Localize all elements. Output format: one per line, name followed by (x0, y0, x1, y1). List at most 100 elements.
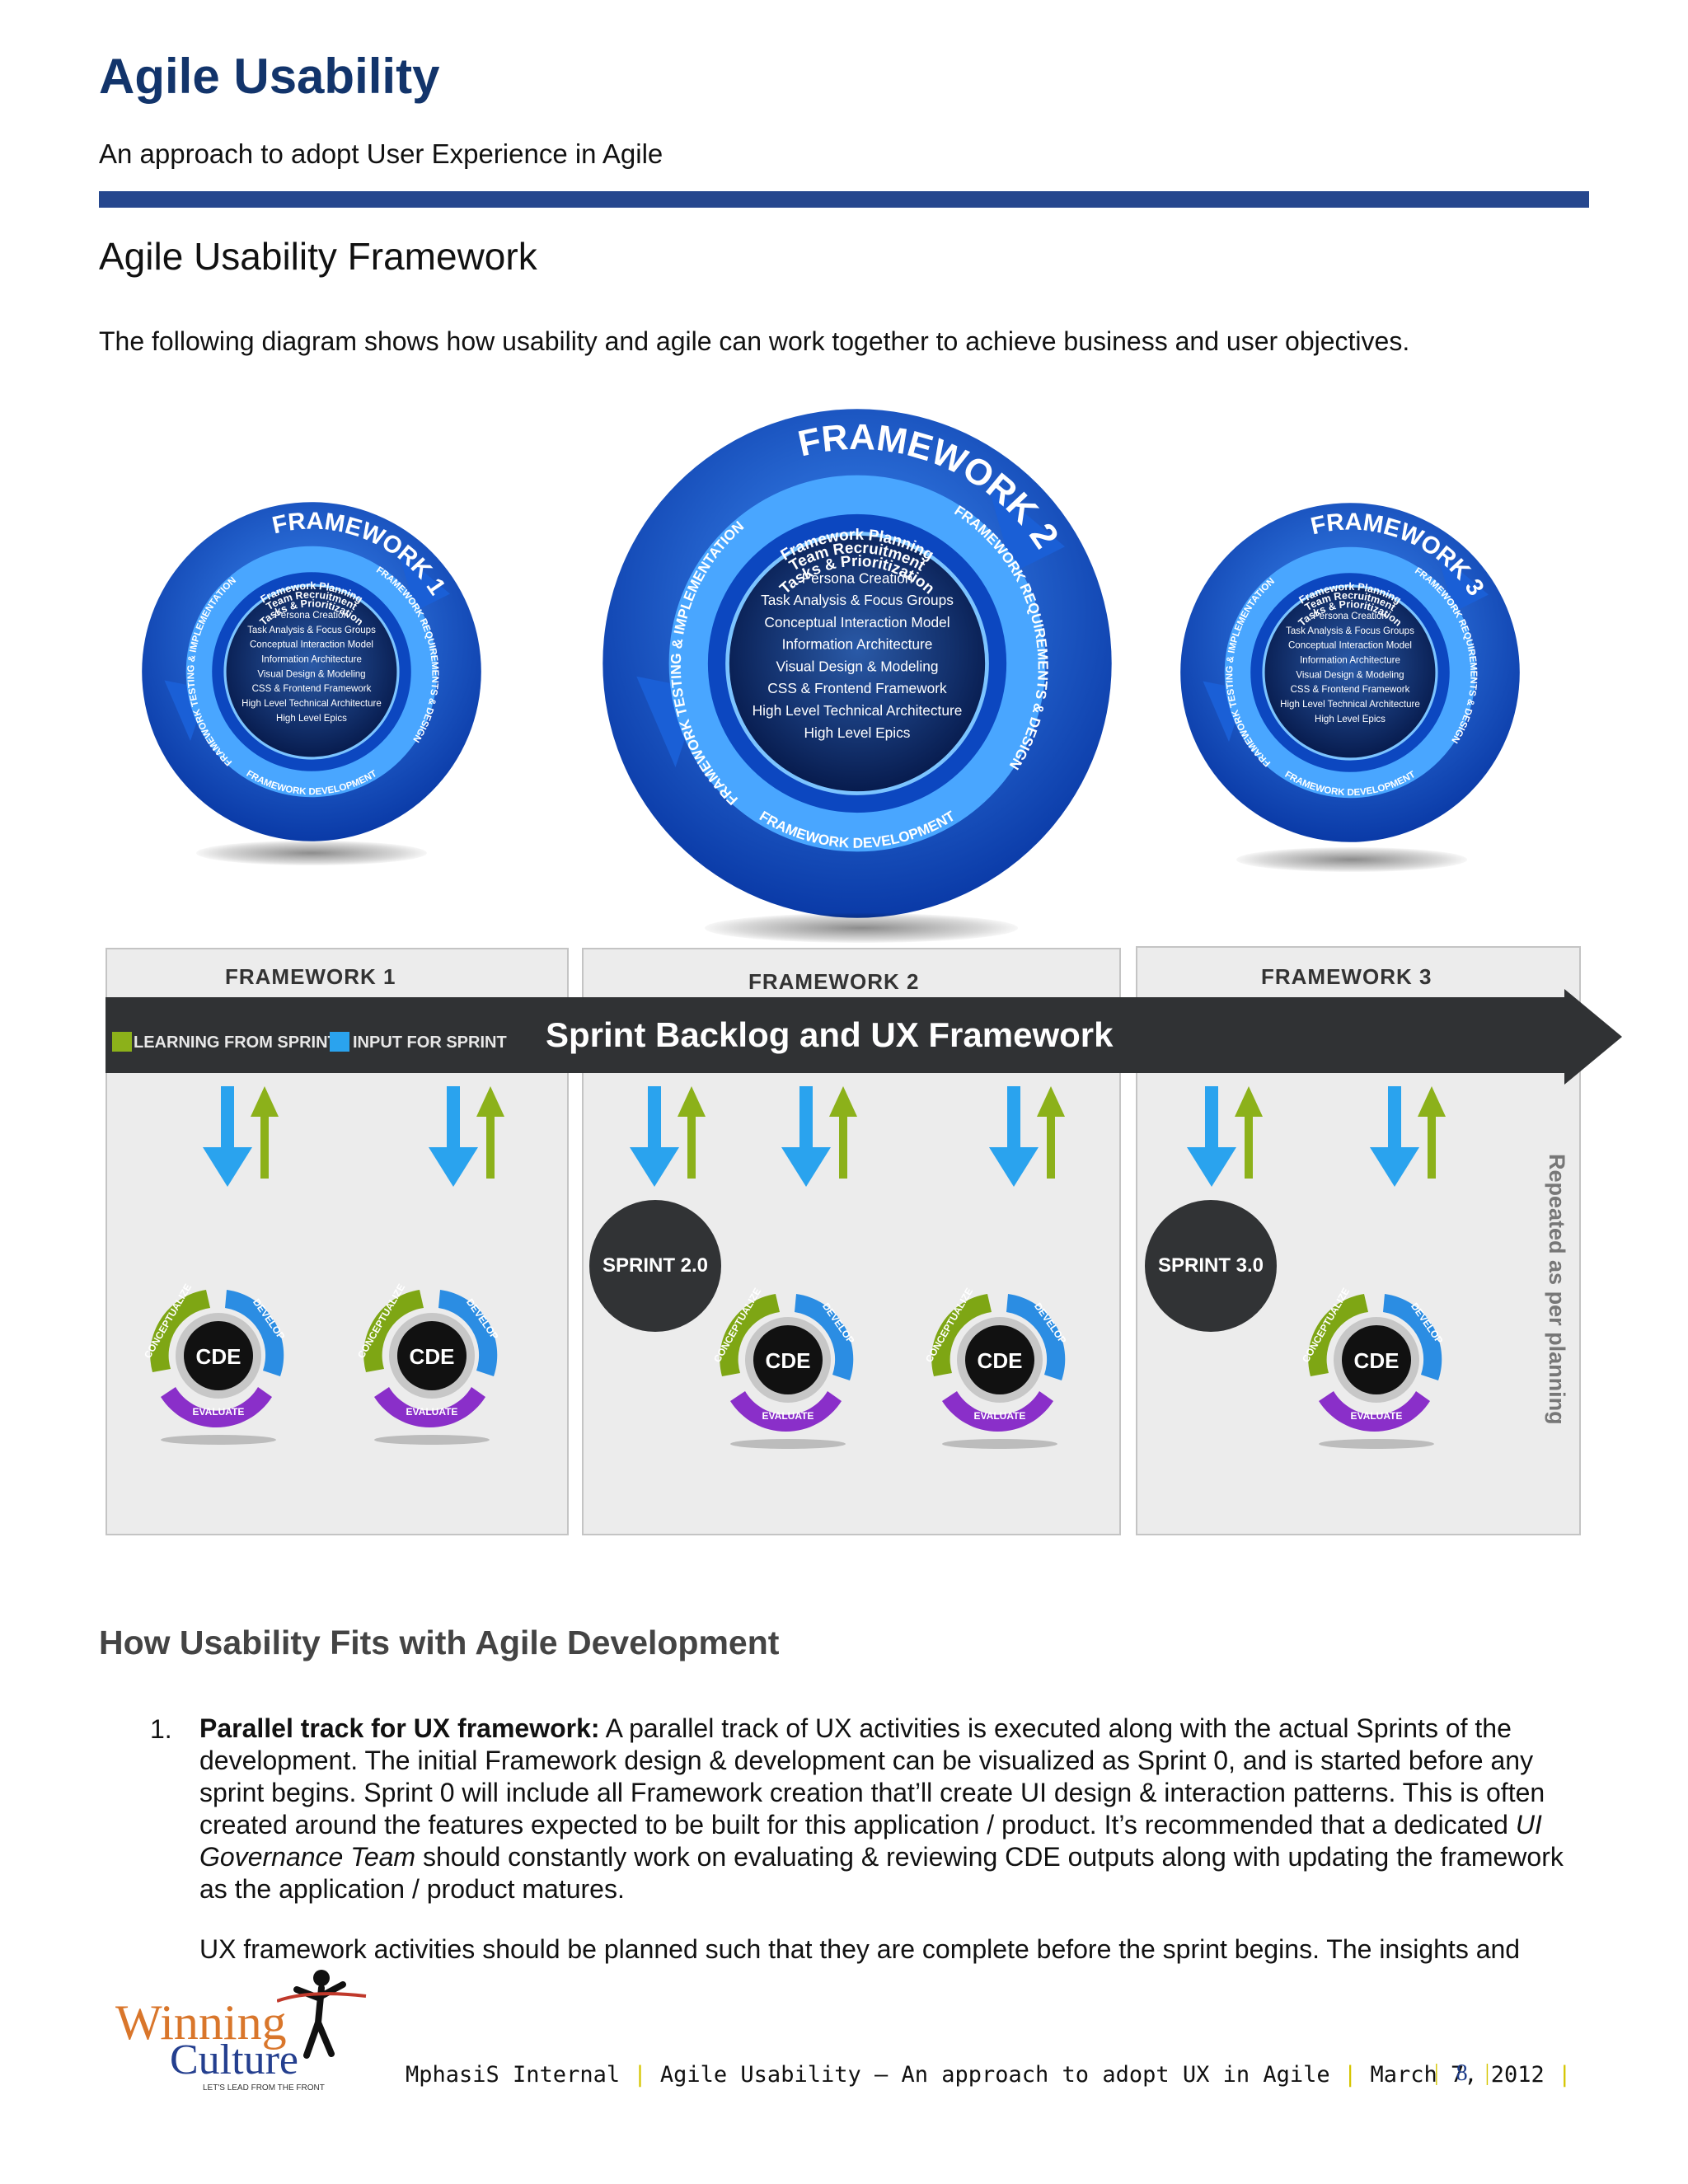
input-arrow (989, 1086, 1039, 1187)
center-item: Conceptual Interaction Model (764, 614, 950, 630)
paragraph-2: UX framework activities should be planne… (199, 1934, 1521, 1964)
learning-arrow (829, 1086, 857, 1179)
panel-title-framework-2: FRAMEWORK 2 (748, 969, 920, 994)
framework-3-shadow (1236, 847, 1467, 872)
logo-word-culture: Culture (170, 2036, 298, 2083)
center-item: High Level Epics (1315, 715, 1386, 724)
list-number: 1. (150, 1714, 172, 1744)
center-item: Persona Creation (1313, 612, 1387, 621)
evaluate-label: EVALUATE (762, 1410, 814, 1422)
header-rule (99, 191, 1589, 208)
input-arrow (429, 1086, 478, 1187)
center-item: High Level Technical Architecture (241, 699, 382, 709)
center-item: Task Analysis & Focus Groups (1286, 626, 1414, 636)
repeated-note-text: Repeated as per planning (1545, 1154, 1569, 1425)
how-heading: How Usability Fits with Agile Developmen… (99, 1624, 780, 1661)
input-arrow (1187, 1086, 1236, 1187)
footer-doc: Agile Usability – An approach to adopt U… (659, 2062, 1330, 2088)
center-item: Persona Creation (802, 569, 913, 586)
center-item: Persona Creation (274, 611, 349, 621)
learning-arrow (1418, 1086, 1446, 1179)
repeated-note: Repeated as per planning (1540, 1154, 1573, 1426)
logo-tagline: LET'S LEAD FROM THE FRONT (203, 2083, 325, 2093)
cde-label: CDE (410, 1344, 455, 1369)
input-arrow (203, 1086, 252, 1187)
input-arrow (1370, 1086, 1419, 1187)
learning-arrow (251, 1086, 279, 1179)
list-item-body: Parallel track for UX framework: A paral… (199, 1713, 1584, 1905)
legend-learning-label: LEARNING FROM SPRINT (134, 1033, 338, 1052)
cde-label: CDE (766, 1348, 811, 1373)
framework-2-shadow (705, 913, 1018, 943)
center-item: High Level Technical Architecture (753, 702, 963, 719)
legend-learning-swatch (112, 1032, 132, 1052)
document-title: Agile Usability (99, 49, 440, 104)
cde-label: CDE (978, 1348, 1023, 1373)
center-item: Information Architecture (261, 654, 362, 664)
learning-arrow (1037, 1086, 1065, 1179)
item-italic: UI Governance Team (199, 1810, 1542, 1872)
center-item: Visual Design & Modeling (1296, 670, 1404, 680)
learning-arrow (678, 1086, 706, 1179)
center-item: Information Architecture (782, 636, 933, 653)
center-item: Visual Design & Modeling (776, 658, 939, 674)
center-item: CSS & Frontend Framework (767, 680, 947, 696)
evaluate-label: EVALUATE (974, 1410, 1026, 1422)
legend-input-swatch (330, 1032, 349, 1052)
footer-company: MphasiS Internal (406, 2062, 621, 2088)
center-item: High Level Technical Architecture (1280, 700, 1420, 710)
section-heading: Agile Usability Framework (99, 235, 537, 278)
page-number-block: | 8 | (1434, 2060, 1490, 2086)
input-arrow (630, 1086, 679, 1187)
center-item: Task Analysis & Focus Groups (247, 626, 376, 635)
legend-input-label: INPUT FOR SPRINT (353, 1033, 507, 1052)
banner-arrowhead (1564, 989, 1622, 1085)
center-item: High Level Epics (276, 714, 347, 724)
center-item: CSS & Frontend Framework (1291, 685, 1410, 695)
logo-word-winning: Winning (115, 1995, 287, 2050)
input-arrow (781, 1086, 831, 1187)
banner-title: Sprint Backlog and UX Framework (546, 1015, 1114, 1054)
footer-line: MphasiS Internal | Agile Usability – An … (406, 2062, 1572, 2088)
evaluate-label: EVALUATE (406, 1406, 458, 1418)
footer-date: March 7, 2012 (1370, 2062, 1545, 2088)
cde-label: CDE (1354, 1348, 1400, 1373)
center-item: Information Architecture (1300, 655, 1400, 665)
center-item: High Level Epics (804, 724, 911, 741)
framework-1-shadow (196, 841, 427, 865)
center-item: CSS & Frontend Framework (252, 684, 372, 694)
item-text-2: should constantly work on evaluating & r… (199, 1842, 1564, 1904)
center-item: Conceptual Interaction Model (250, 640, 373, 650)
center-item: Visual Design & Modeling (257, 669, 365, 679)
learning-arrow (1235, 1086, 1263, 1179)
evaluate-label: EVALUATE (193, 1406, 245, 1418)
runner-icon (277, 1970, 367, 2059)
page-number: 8 (1456, 2060, 1468, 2086)
center-item: Conceptual Interaction Model (1288, 641, 1412, 651)
document-subtitle: An approach to adopt User Experience in … (99, 138, 663, 169)
item-text-1: A parallel track of UX activities is exe… (199, 1713, 1545, 1840)
panel-title-framework-3: FRAMEWORK 3 (1261, 964, 1432, 989)
intro-paragraph: The following diagram shows how usabilit… (99, 326, 1410, 356)
sprint-3-circle: SPRINT 3.0 (1145, 1200, 1277, 1332)
learning-arrow (476, 1086, 504, 1179)
evaluate-label: EVALUATE (1351, 1410, 1403, 1422)
logo-block: Winning Culture LET'S LEAD FROM THE FRON… (112, 1970, 376, 2093)
panel-title-framework-1: FRAMEWORK 1 (225, 964, 396, 989)
center-item: Task Analysis & Focus Groups (761, 592, 954, 608)
cde-label: CDE (196, 1344, 241, 1369)
sprint-2-circle: SPRINT 2.0 (589, 1200, 721, 1332)
item-title: Parallel track for UX framework: (199, 1713, 600, 1743)
